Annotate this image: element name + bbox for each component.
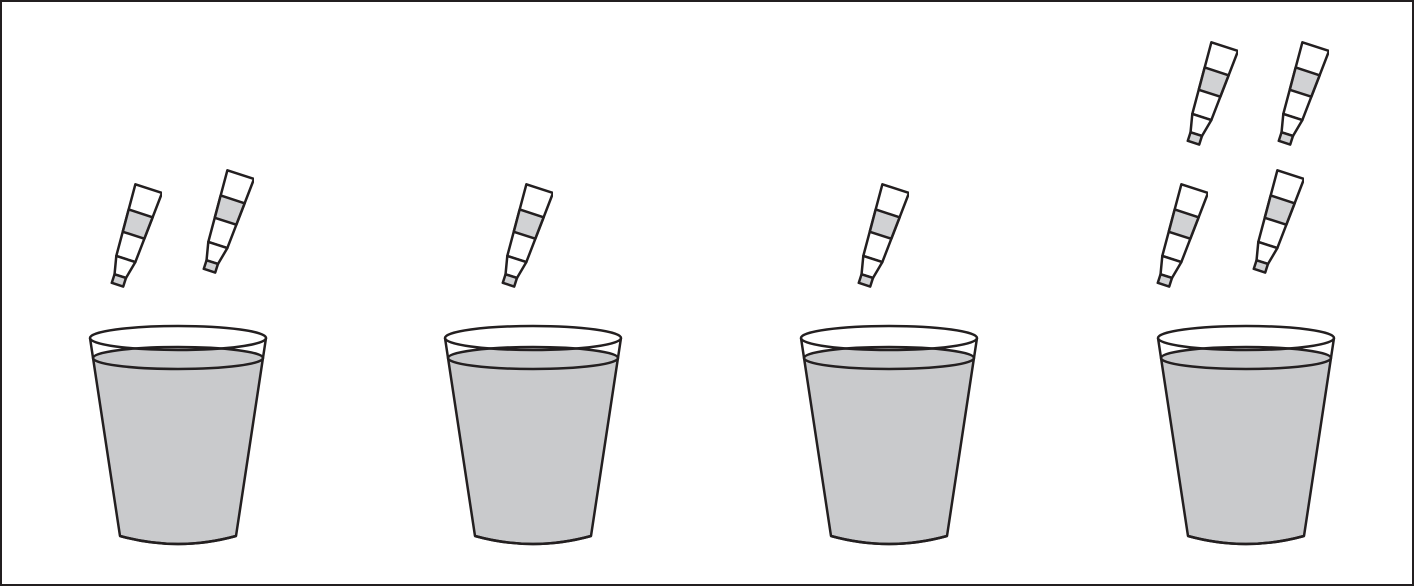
paint-tube-icon <box>194 166 254 286</box>
paint-tube-icon <box>493 180 553 300</box>
cup-of-liquid-icon <box>423 318 643 558</box>
paint-tube-icon <box>1244 166 1304 286</box>
paint-tube-icon <box>1269 38 1329 158</box>
paint-tube-icon <box>849 180 909 300</box>
cup-of-liquid-icon <box>779 318 999 558</box>
paint-tube-icon <box>1148 180 1208 300</box>
paint-tube-icon <box>102 180 162 300</box>
cup-of-liquid-icon <box>1136 318 1356 558</box>
paint-tube-icon <box>1178 38 1238 158</box>
cup-of-liquid-icon <box>68 318 288 558</box>
